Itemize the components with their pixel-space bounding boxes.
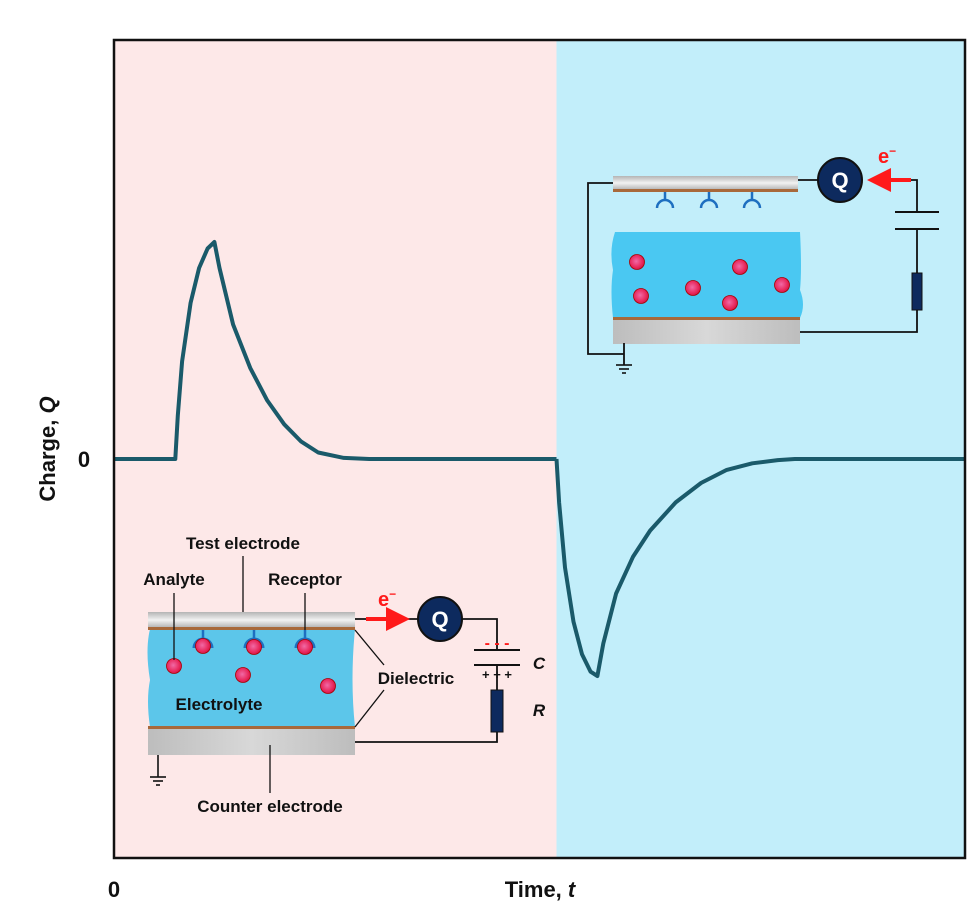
free-receptor bbox=[699, 192, 719, 209]
ground-symbol-icon bbox=[616, 364, 632, 374]
analyte-particle bbox=[633, 288, 649, 304]
y-axis-label: Charge, Q bbox=[35, 396, 60, 501]
capacitor-label: C bbox=[533, 654, 546, 673]
bound-receptor bbox=[243, 630, 265, 655]
free-receptor bbox=[655, 192, 675, 209]
counter-electrode bbox=[148, 729, 355, 755]
capacitor-icon bbox=[895, 211, 939, 230]
dielectric-label: Dielectric bbox=[378, 669, 455, 688]
dielectric-layer-top bbox=[148, 627, 355, 630]
analyte-particle bbox=[722, 295, 738, 311]
plot-frame bbox=[112, 38, 967, 860]
electrolyte-label: Electrolyte bbox=[176, 695, 263, 714]
free-receptor bbox=[742, 192, 762, 209]
charge-meter-label: Q bbox=[831, 168, 848, 193]
analyte-particle bbox=[166, 658, 182, 674]
bound-receptor bbox=[294, 630, 316, 655]
ground-symbol-icon bbox=[150, 755, 166, 786]
electron-label: e− bbox=[378, 587, 396, 611]
analyte-particle bbox=[320, 678, 336, 694]
charge-curve-negative bbox=[554, 457, 965, 678]
charge-meter: Q bbox=[417, 596, 463, 642]
release-phase-region bbox=[556, 40, 965, 858]
capacitor-icon bbox=[474, 649, 520, 666]
electron-label: e− bbox=[878, 144, 896, 168]
analyte-particle bbox=[235, 667, 251, 683]
analyte-particle bbox=[685, 280, 701, 296]
test-electrode-label: Test electrode bbox=[186, 534, 300, 553]
dielectric-layer-top bbox=[613, 189, 798, 192]
analyte-particle bbox=[629, 254, 645, 270]
test-electrode bbox=[148, 612, 355, 628]
leader-line bbox=[354, 629, 385, 666]
capacitor-positive-charges: + + + bbox=[482, 667, 512, 682]
analyte-particle bbox=[195, 638, 211, 654]
charge-curve-positive bbox=[114, 240, 557, 461]
charge-meter: Q bbox=[817, 157, 863, 203]
resistor-icon bbox=[490, 689, 504, 733]
x-zero-tick-label: 0 bbox=[108, 877, 120, 902]
electrolyte-region bbox=[611, 232, 803, 318]
counter-electrode bbox=[613, 320, 800, 344]
leader-line bbox=[354, 689, 385, 728]
release-inset: Q e− bbox=[587, 144, 939, 374]
binding-inset: Test electrode Analyte Receptor Electrol… bbox=[143, 534, 546, 816]
test-electrode bbox=[613, 176, 798, 190]
analyte-particle bbox=[732, 259, 748, 275]
analyte-label: Analyte bbox=[143, 570, 204, 589]
dielectric-layer-bottom bbox=[613, 317, 800, 320]
dielectric-layer-bottom bbox=[148, 726, 355, 729]
y-zero-tick-label: 0 bbox=[78, 447, 90, 472]
resistor-icon bbox=[911, 272, 923, 311]
bound-receptor bbox=[192, 630, 214, 654]
analyte-particle bbox=[246, 639, 262, 655]
analyte-particle bbox=[774, 277, 790, 293]
x-axis-label: Time, t bbox=[505, 877, 577, 902]
capacitor-negative-charges: - - - bbox=[485, 635, 510, 652]
charge-meter-label: Q bbox=[431, 607, 448, 632]
receptor-label: Receptor bbox=[268, 570, 342, 589]
counter-electrode-label: Counter electrode bbox=[197, 797, 342, 816]
resistor-label: R bbox=[533, 701, 546, 720]
analyte-particle bbox=[297, 639, 313, 655]
